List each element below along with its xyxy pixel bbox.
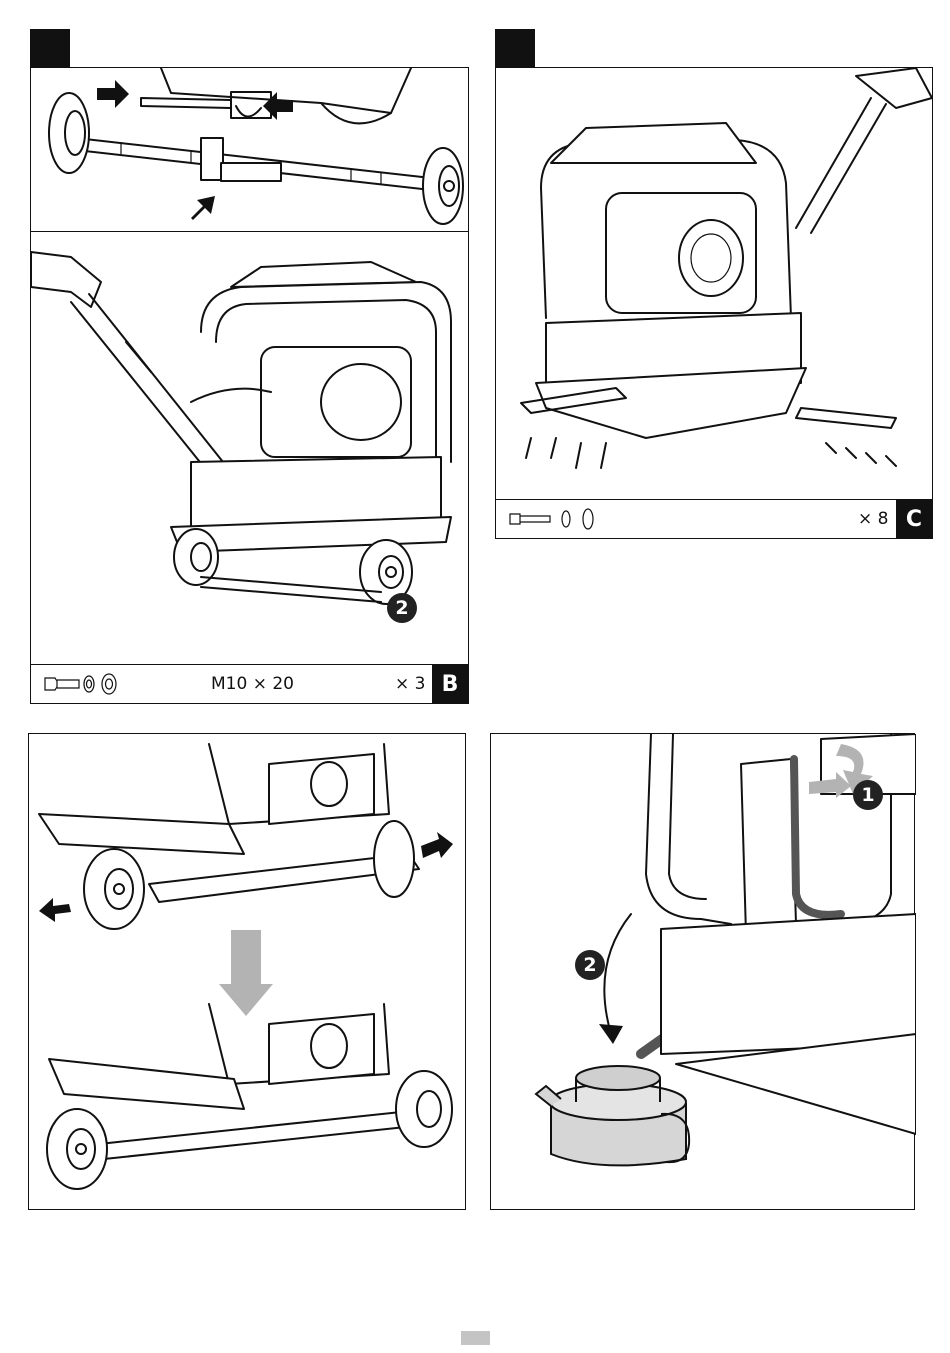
panel-d-wheel-removal: [28, 733, 466, 1210]
panel-letter-b: B: [432, 665, 468, 703]
callout-2-badge: 2: [575, 950, 605, 980]
bolt-spec: M10 × 20: [211, 674, 294, 694]
washer-icon: [583, 509, 593, 529]
fastener-icons: [39, 669, 129, 699]
bolt-icon: [510, 514, 520, 524]
page-number-placeholder: [461, 1331, 490, 1345]
panel-a-axle-detail: [30, 67, 469, 232]
bolt-quantity: × 8: [858, 509, 888, 529]
panel-e-oil-drain: 1 2: [490, 733, 915, 1210]
callout-number: 1: [861, 784, 874, 806]
arrow-icon: [191, 196, 215, 220]
machine-underside-illustration: [496, 68, 934, 500]
wheel-removal-illustration: [29, 734, 467, 1211]
arrow-icon: [421, 832, 453, 858]
callout-1-badge: 1: [853, 780, 883, 810]
arrow-icon: [599, 1024, 623, 1044]
panel-letter-c: C: [896, 500, 932, 538]
arrow-icon: [97, 80, 129, 108]
washer-icon: [102, 674, 116, 694]
bolt-icon: [526, 438, 896, 468]
pin-icon: [141, 98, 231, 108]
panel-c-skid-bolts: × 8 C: [495, 67, 933, 539]
wheel-icon: [49, 93, 89, 173]
oil-can-icon: [536, 1066, 689, 1165]
washer-icon: [84, 676, 94, 692]
arrow-icon: [263, 92, 293, 120]
panel-b-footer: M10 × 20 × 3 B: [31, 664, 468, 703]
washer-icon: [562, 511, 570, 527]
panel-b-wheel-kit: 2 M10 × 20 × 3 B: [30, 232, 469, 704]
callout-number: 2: [583, 954, 596, 976]
axle-mount-illustration: [31, 68, 470, 233]
fastener-icons: [504, 504, 624, 534]
arrow-icon: [219, 930, 273, 1016]
step-tag-a: [30, 29, 70, 69]
bolt-icon: [45, 678, 57, 690]
step-tag-c: [495, 29, 535, 69]
callout-2-badge: 2: [387, 593, 417, 623]
bolt-quantity: × 3: [395, 674, 425, 694]
panel-c-footer: × 8 C: [496, 499, 932, 538]
oil-drain-illustration: [491, 734, 916, 1211]
arrow-icon: [39, 898, 71, 922]
callout-number: 2: [395, 597, 408, 619]
